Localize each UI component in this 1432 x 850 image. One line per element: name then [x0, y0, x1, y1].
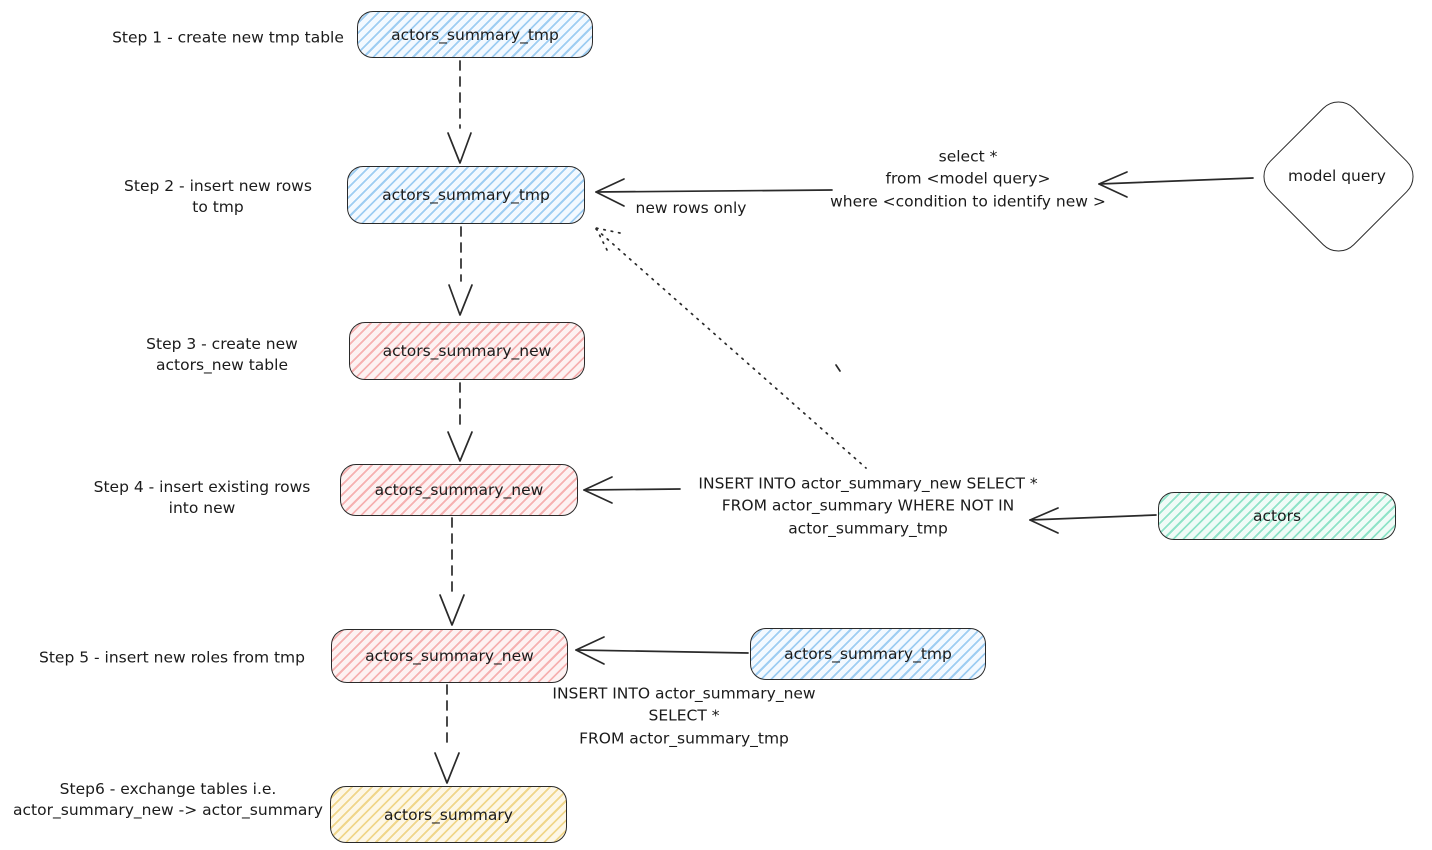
dotted-link-step2-step4sql [595, 228, 867, 469]
node-step3-actors-summary-new: actors_summary_new [349, 322, 585, 380]
node-label: actors_summary_new [365, 647, 534, 665]
arrowhead-tmp-to-step5 [575, 636, 605, 665]
annotation-model-query-sql: select * from <model query> where <condi… [830, 147, 1106, 211]
node-label: actors [1252, 507, 1302, 525]
arrowhead-step2-to-step3 [448, 284, 473, 316]
annotation-new-rows-only: new rows only [635, 198, 747, 217]
arrow-modelquery-to-sql [1098, 177, 1254, 185]
step4-label: Step 4 - insert existing rows into new [93, 478, 311, 517]
model-query-label: model query [1288, 167, 1386, 185]
node-label: actors_summary_tmp [784, 645, 952, 663]
step3-label: Step 3 - create new actors_new table [146, 335, 298, 374]
node-step5-source-actors-summary-tmp: actors_summary_tmp [750, 628, 986, 680]
step5-label: Step 5 - insert new roles from tmp [39, 648, 305, 667]
stray-mark [835, 364, 841, 372]
arrowhead-sql-to-step4 [583, 476, 613, 504]
node-label: actors_summary_tmp [382, 186, 550, 204]
node-step4-actors-summary-new: actors_summary_new [340, 464, 578, 516]
node-step1-actors-summary-tmp: actors_summary_tmp [357, 11, 593, 58]
step6-label: Step6 - exchange tables i.e. actor_summa… [13, 780, 323, 819]
arrowhead-step4-to-step5 [439, 594, 465, 626]
node-label: actors_summary_new [382, 342, 552, 360]
node-step5-actors-summary-new: actors_summary_new [331, 629, 568, 683]
node-label: actors_summary_new [374, 481, 544, 499]
step1-label: Step 1 - create new tmp table [112, 28, 344, 47]
arrowhead-step3-to-step4 [447, 431, 473, 462]
arrowhead-step1-to-step2 [447, 132, 472, 164]
arrow-tmp-to-step5 [575, 649, 749, 654]
annotation-step5-sql: INSERT INTO actor_summary_new SELECT * F… [552, 684, 816, 748]
arrow-sql-to-step2 [595, 189, 833, 193]
node-actors-source: actors [1158, 492, 1396, 540]
node-label: actors_summary_tmp [391, 25, 559, 44]
arrowhead-sql-to-step2 [595, 178, 625, 207]
step2-label: Step 2 - insert new rows to tmp [124, 177, 312, 216]
node-step6-actors-summary: actors_summary [330, 786, 567, 843]
arrowhead-step5-to-step6 [434, 752, 460, 784]
arrow-actors-to-sql [1029, 514, 1157, 521]
dotted-arrowhead-step2 [595, 227, 621, 251]
annotation-step4-sql: INSERT INTO actor_summary_new SELECT * F… [698, 474, 1038, 538]
arrow-sql-to-step4 [583, 488, 681, 491]
node-label: actors_summary [384, 805, 513, 824]
node-step2-actors-summary-tmp: actors_summary_tmp [347, 166, 585, 224]
